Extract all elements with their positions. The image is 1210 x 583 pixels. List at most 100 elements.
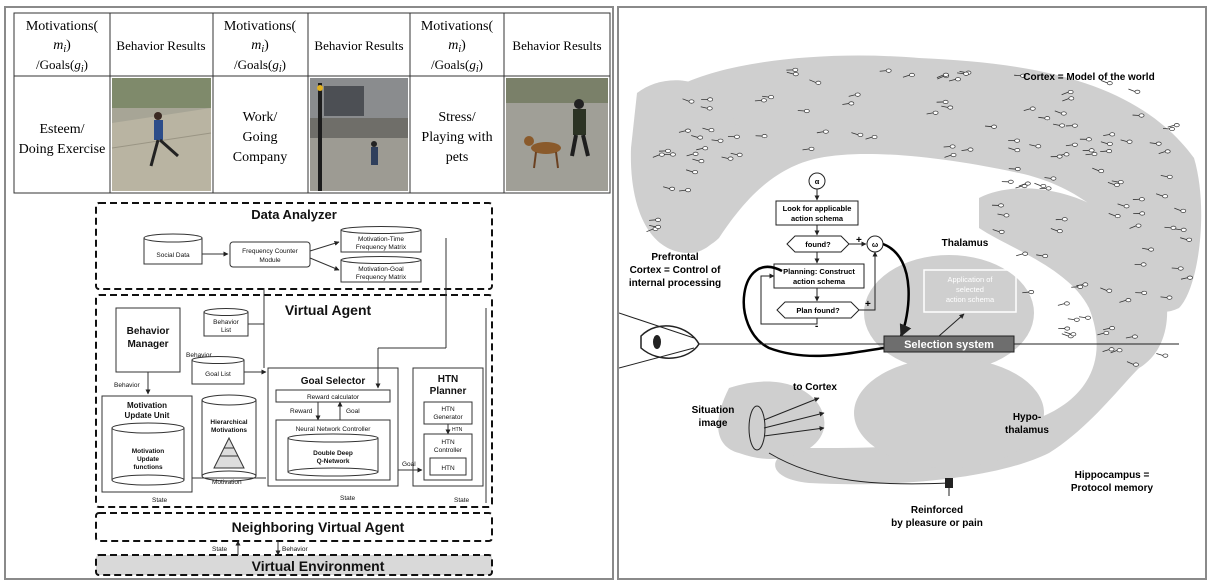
state-label: State (152, 497, 168, 504)
header-behavior-results: Behavior Results (512, 38, 601, 53)
neuron-axon (948, 78, 957, 82)
neuron (702, 146, 709, 151)
neighboring-agent-title: Neighboring Virtual Agent (232, 519, 405, 535)
neuron-axon (1092, 167, 1100, 172)
neuron-axon (1180, 237, 1188, 241)
neuron (815, 80, 822, 85)
neuron (808, 146, 815, 151)
behavior-manager-box: Behavior Manager (115, 307, 181, 373)
neuron (991, 124, 997, 129)
svg-text:Double Deep: Double Deep (313, 450, 353, 457)
neuron (792, 67, 799, 72)
neuron (1114, 182, 1120, 187)
neuron-axon (1110, 349, 1118, 354)
neuron (1177, 266, 1184, 271)
left-figure: Motivations( mi) /Goals(gi) Behavior Res… (13, 12, 611, 576)
neuron (909, 72, 915, 77)
neuron (1134, 89, 1141, 94)
neuron (1077, 284, 1084, 289)
htn-planner-box: HTN Planner HTN Generator HTN HTN Contro… (412, 367, 484, 487)
neuron-axon (1107, 181, 1116, 186)
neuron-axon (1120, 139, 1128, 143)
prefrontal-label-1: Prefrontal (651, 252, 698, 263)
neuron (1103, 330, 1110, 336)
neuron (1107, 141, 1113, 146)
neuron-axon (1160, 174, 1168, 178)
situation-label-2: image (699, 418, 728, 429)
neuron-axon (762, 95, 770, 98)
neuron (1020, 73, 1026, 78)
data-analyzer-title: Data Analyzer (251, 207, 337, 222)
svg-text:Manager: Manager (127, 339, 168, 350)
neuron-axon (691, 135, 699, 138)
neuron-axon (1085, 153, 1093, 156)
neuron (848, 101, 855, 106)
hippocampus-region (775, 188, 1168, 485)
neuron-axon (1022, 291, 1030, 294)
right-panel: Cortex = Model of the world Prefrontal C… (617, 6, 1207, 580)
svg-text:Reward: Reward (290, 408, 313, 415)
to-cortex-label: to Cortex (793, 382, 837, 393)
neuron (706, 106, 713, 111)
neuron (1141, 290, 1148, 295)
neuron (1044, 116, 1051, 121)
neuron (1180, 227, 1187, 232)
neuron (1014, 148, 1021, 153)
look-for-label-2: action schema (791, 214, 844, 223)
neuron (1035, 144, 1042, 149)
neuron (942, 99, 949, 104)
neuron-axon (1034, 182, 1042, 187)
neuron-axon (702, 127, 710, 131)
neuron (871, 134, 878, 140)
virtual-agent-title: Virtual Agent (285, 302, 372, 318)
row-2-line-2: Going (243, 130, 278, 145)
prefrontal-region (630, 80, 740, 253)
social-data-db: Social Data (143, 233, 203, 265)
neuron (1073, 317, 1080, 322)
neuron-axon (1100, 287, 1108, 292)
virtual-environment-box (95, 554, 493, 576)
neuron (1072, 123, 1078, 128)
neuron-axon (997, 213, 1005, 216)
neuron-axon (686, 169, 694, 173)
neuron (1098, 168, 1105, 174)
neuron-axon (851, 132, 859, 136)
neuron (1106, 81, 1113, 86)
neuron (1148, 247, 1154, 252)
neuron-axon (1036, 254, 1044, 257)
neuron-axon (1018, 183, 1027, 187)
neuron (1138, 113, 1145, 118)
neuron-axon (1102, 348, 1110, 353)
neuron (1109, 326, 1115, 331)
neuron (857, 132, 864, 137)
svg-text:Update Unit: Update Unit (125, 411, 170, 420)
planning-label-2: action schema (793, 277, 846, 286)
motivation-update-unit-box: Motivation Update Unit Motivation Update… (101, 395, 193, 493)
state-label: State (212, 546, 228, 553)
eye-icon (640, 325, 700, 359)
prefrontal-label-2: Cortex = Control of (630, 265, 722, 276)
neuron-axon (816, 131, 824, 134)
neuron (1028, 290, 1035, 295)
neuron (697, 135, 704, 140)
left-panel: Motivations( mi) /Goals(gi) Behavior Res… (4, 6, 614, 580)
svg-text:mi): mi) (448, 38, 466, 55)
state-label: State (340, 495, 356, 502)
svg-text:Motivation: Motivation (127, 401, 167, 410)
neuron-axon (679, 189, 687, 192)
header-motivation-3: Motivations( mi) /Goals(gi) (421, 19, 494, 75)
neuron (669, 186, 676, 191)
neuron-axon (730, 152, 738, 156)
architecture-diagram: Data Analyzer Social Data Frequency Coun… (95, 202, 493, 576)
neuron-axon (1128, 88, 1136, 93)
motivation-label: Motivation (212, 479, 242, 486)
neuron (947, 105, 954, 110)
look-for-label-1: Look for applicable (783, 204, 852, 213)
neuron (1155, 141, 1162, 146)
svg-text:Hierarchical: Hierarchical (210, 419, 247, 426)
neuron (1029, 106, 1036, 111)
row-1-line-2: Doing Exercise (19, 142, 106, 157)
prefrontal-label-3: internal processing (629, 278, 721, 289)
neuron-axon (865, 136, 873, 140)
neuron (1025, 181, 1031, 186)
